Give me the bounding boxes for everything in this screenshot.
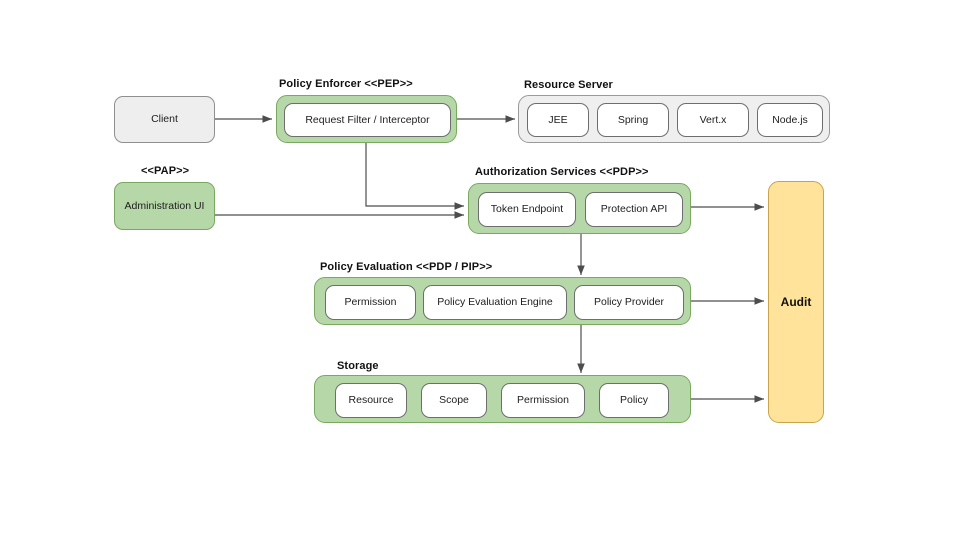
chip-policy-evaluation-engine[interactable]: Policy Evaluation Engine bbox=[423, 285, 567, 320]
chip-nodejs-label: Node.js bbox=[772, 113, 808, 126]
group-label-pap: <<PAP>> bbox=[141, 165, 190, 177]
group-storage: Resource Scope Permission Policy bbox=[314, 375, 691, 423]
chip-request-filter-interceptor[interactable]: Request Filter / Interceptor bbox=[284, 103, 451, 137]
chip-jee-label: JEE bbox=[548, 113, 568, 126]
chip-policy-provider-label: Policy Provider bbox=[593, 296, 665, 309]
node-client[interactable]: Client bbox=[114, 96, 215, 143]
group-policy-enforcer: Request Filter / Interceptor bbox=[276, 95, 457, 143]
node-administration-ui[interactable]: Administration UI bbox=[114, 182, 215, 230]
node-audit-label: Audit bbox=[780, 294, 812, 309]
node-administration-ui-label: Administration UI bbox=[124, 199, 205, 212]
chip-token-endpoint[interactable]: Token Endpoint bbox=[478, 192, 576, 227]
chip-policy-provider[interactable]: Policy Provider bbox=[574, 285, 684, 320]
chip-spring-label: Spring bbox=[617, 113, 649, 126]
chip-scope-label: Scope bbox=[439, 394, 469, 407]
chip-request-filter-interceptor-label: Request Filter / Interceptor bbox=[305, 113, 430, 126]
chip-policy-label: Policy bbox=[619, 394, 648, 407]
chip-spring[interactable]: Spring bbox=[597, 103, 669, 137]
chip-nodejs[interactable]: Node.js bbox=[757, 103, 823, 137]
chip-policy[interactable]: Policy bbox=[599, 383, 669, 418]
group-label-resource-server: Resource Server bbox=[524, 79, 613, 91]
chip-vertx-label: Vert.x bbox=[699, 113, 727, 126]
chip-scope[interactable]: Scope bbox=[421, 383, 487, 418]
edge-policy-enforcer-to-authorization-services bbox=[365, 143, 464, 210]
chip-protection-api[interactable]: Protection API bbox=[585, 192, 683, 227]
group-label-policy-evaluation: Policy Evaluation <<PDP / PIP>> bbox=[320, 261, 493, 273]
group-label-storage: Storage bbox=[337, 360, 379, 372]
node-audit[interactable]: Audit bbox=[768, 181, 824, 423]
chip-resource[interactable]: Resource bbox=[335, 383, 407, 418]
group-authorization-services: Token Endpoint Protection API bbox=[468, 183, 691, 234]
chip-vertx[interactable]: Vert.x bbox=[677, 103, 749, 137]
chip-policy-evaluation-engine-label: Policy Evaluation Engine bbox=[437, 296, 553, 309]
chip-permission-storage-label: Permission bbox=[517, 394, 569, 407]
chip-permission-evaluation[interactable]: Permission bbox=[325, 285, 416, 320]
chip-jee[interactable]: JEE bbox=[527, 103, 589, 137]
group-policy-evaluation: Permission Policy Evaluation Engine Poli… bbox=[314, 277, 691, 325]
chip-permission-storage[interactable]: Permission bbox=[501, 383, 585, 418]
group-resource-server: JEE Spring Vert.x Node.js bbox=[518, 95, 830, 143]
chip-protection-api-label: Protection API bbox=[600, 203, 668, 216]
chip-resource-label: Resource bbox=[348, 394, 394, 407]
group-label-authorization-services: Authorization Services <<PDP>> bbox=[475, 166, 649, 178]
node-client-label: Client bbox=[151, 113, 178, 126]
chip-token-endpoint-label: Token Endpoint bbox=[490, 203, 564, 216]
group-label-policy-enforcer: Policy Enforcer <<PEP>> bbox=[279, 78, 413, 90]
chip-permission-evaluation-label: Permission bbox=[344, 296, 397, 309]
